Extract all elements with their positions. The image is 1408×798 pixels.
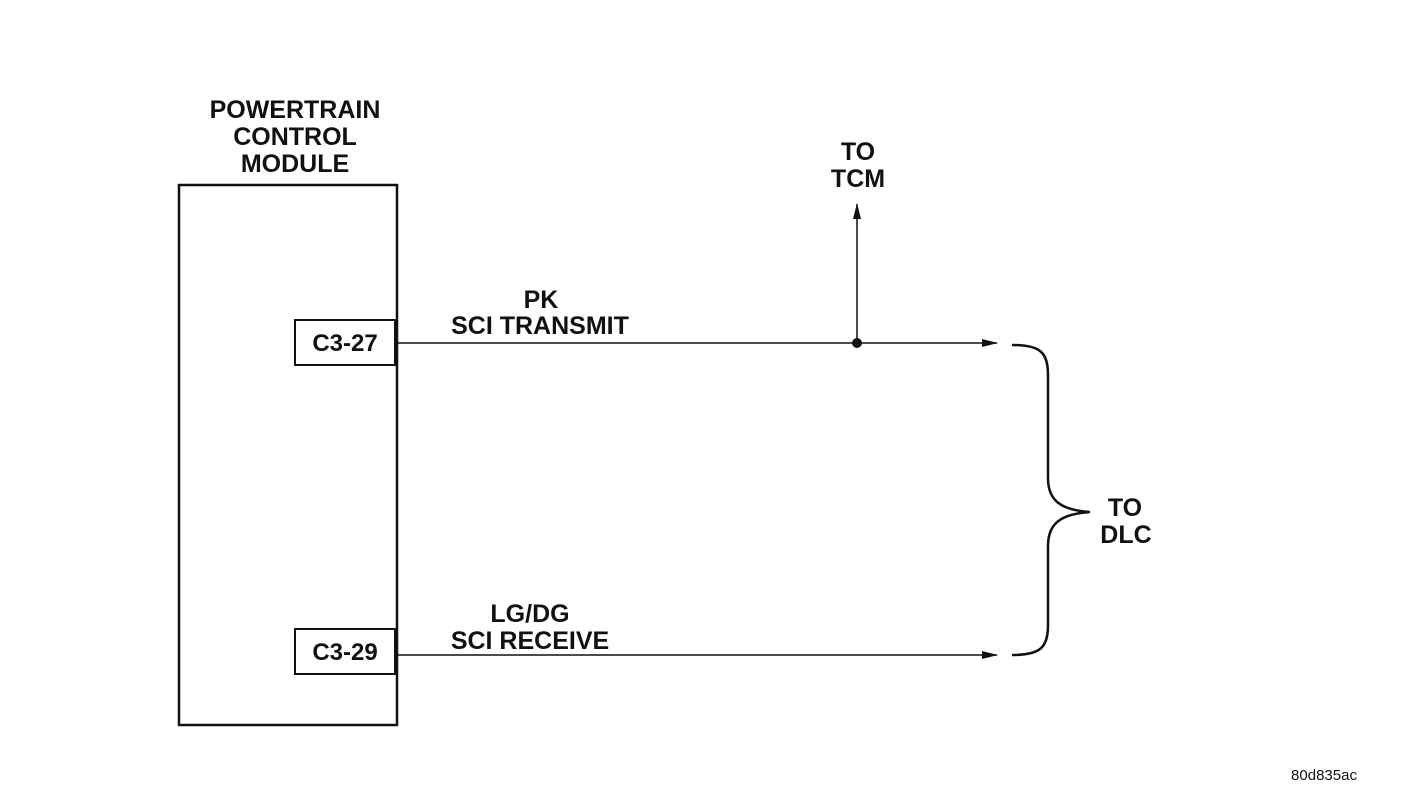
- connector-c3-27: C3-27: [294, 319, 396, 366]
- dlc-brace: [1011, 343, 1091, 657]
- transmit-wire-color: PK: [524, 286, 559, 314]
- connector-pin-box: [294, 628, 396, 675]
- receive-wire-color: LG/DG: [490, 600, 569, 628]
- connector-pin-label: C3-27: [312, 330, 377, 357]
- tcm-label-line-1: TO: [841, 138, 875, 166]
- connector-c3-29: C3-29: [294, 628, 396, 675]
- module-title-line-3: MODULE: [241, 150, 349, 178]
- module-title-line-1: POWERTRAIN: [210, 96, 381, 124]
- module-title: POWERTRAIN CONTROL MODULE: [210, 96, 381, 178]
- tcm-label-line-2: TCM: [831, 165, 885, 193]
- figure-id: 80d835ac: [1291, 767, 1357, 784]
- connector-pin-label: C3-29: [312, 639, 377, 666]
- module-title-line-2: CONTROL: [233, 123, 357, 151]
- module-box: [177, 183, 399, 727]
- receive-circuit-label: SCI RECEIVE: [451, 627, 609, 655]
- dlc-label-line-1: TO: [1108, 494, 1142, 522]
- transmit-circuit-label: SCI TRANSMIT: [451, 312, 629, 340]
- dlc-label-line-2: DLC: [1100, 521, 1151, 549]
- connector-pin-box: [294, 319, 396, 366]
